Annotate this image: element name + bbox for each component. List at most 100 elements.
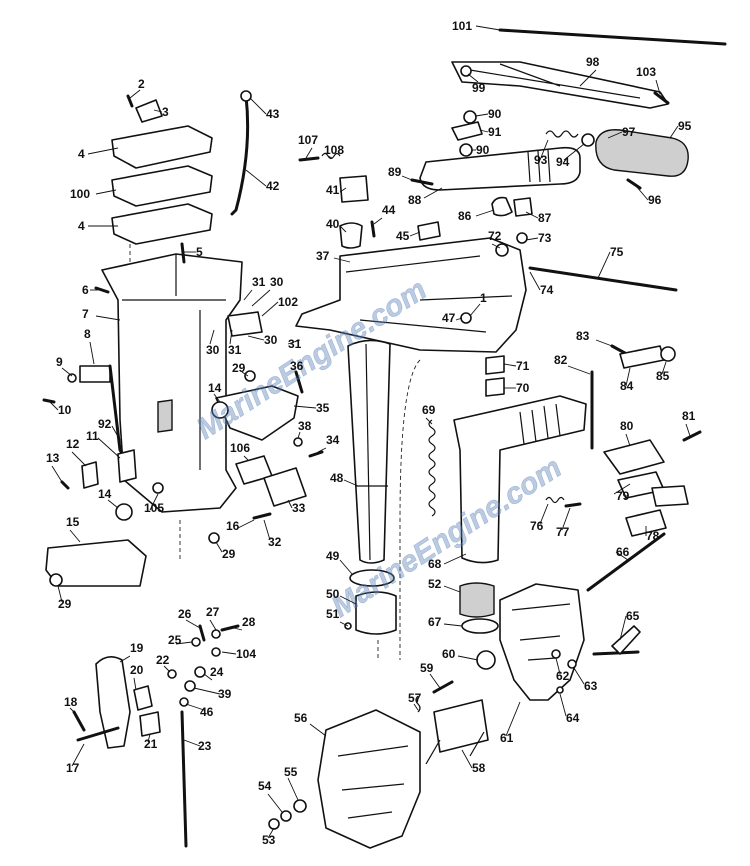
leader-line-c44 (373, 217, 383, 225)
part-bracket-102 (227, 311, 263, 337)
callout-label-c46: 46 (200, 705, 214, 719)
callout-label-c21: 21 (144, 737, 158, 751)
callout-label-c64: 64 (566, 711, 580, 725)
part-tiller-88-rings (527, 149, 551, 183)
callout-label-c37: 37 (316, 249, 330, 263)
leader-line-c14a (213, 393, 221, 403)
part-clip-87 (513, 197, 533, 217)
guide-line-b (399, 359, 421, 660)
leader-line-c14b (107, 499, 119, 509)
callout-label-c39: 39 (218, 687, 232, 701)
leader-line-c31b (229, 329, 233, 345)
part-washer-94 (581, 133, 595, 147)
part-washer-46 (179, 697, 189, 707)
callout-label-c91: 91 (488, 125, 502, 139)
callout-label-c90a: 90 (488, 107, 502, 121)
leader-line-c34 (317, 447, 327, 453)
callout-label-c30a: 30 (270, 275, 284, 289)
callout-label-c10: 10 (58, 403, 72, 417)
part-link-21 (139, 711, 161, 737)
callout-label-c87: 87 (538, 211, 552, 225)
part-nut-24 (194, 666, 206, 678)
callout-label-c44: 44 (382, 203, 396, 217)
leader-line-c29b (215, 541, 223, 553)
part-screw-96 (626, 178, 642, 190)
leader-line-c12 (71, 451, 87, 467)
part-housing-33 (263, 467, 307, 507)
part-screw-16 (252, 512, 272, 520)
callout-label-c3: 3 (162, 105, 169, 119)
leader-line-c30a (251, 289, 271, 307)
leader-line-c83 (595, 339, 613, 347)
leader-line-c63 (573, 667, 585, 685)
leader-line-c29a (241, 371, 249, 377)
callout-label-c88: 88 (408, 193, 422, 207)
part-gear-41 (339, 175, 369, 203)
callout-label-c85: 85 (656, 369, 670, 383)
leader-line-c76 (539, 503, 549, 525)
leader-line-c96 (635, 185, 649, 201)
leader-line-c60 (457, 655, 479, 661)
leader-line-c25 (175, 641, 193, 645)
part-grip-97 (595, 129, 689, 177)
callout-label-c41: 41 (326, 183, 340, 197)
leader-line-c22 (163, 665, 171, 673)
leader-line-c64 (559, 693, 567, 717)
callout-label-c84: 84 (620, 379, 634, 393)
part-bushing-40 (339, 222, 363, 249)
leader-line-c30b (209, 329, 215, 345)
callout-label-c42: 42 (266, 179, 280, 193)
leader-line-c73 (525, 237, 539, 241)
callout-label-c78: 78 (646, 529, 660, 543)
callout-label-c29c: 29 (58, 597, 72, 611)
leader-line-c88 (423, 187, 443, 199)
callout-label-c77: 77 (556, 525, 570, 539)
part-rod-75 (528, 266, 678, 292)
leader-line-c45 (409, 231, 421, 237)
callout-label-c24: 24 (210, 665, 224, 679)
part-washer-53 (268, 818, 280, 830)
part-spring-57 (415, 695, 421, 713)
part-nut-73 (516, 232, 528, 244)
part-plate-11 (117, 449, 137, 483)
part-bolt-66 (586, 532, 666, 592)
leader-line-c54 (267, 793, 283, 813)
leader-line-c66 (615, 551, 629, 561)
leader-line-c31a (243, 289, 253, 301)
callout-label-c89: 89 (388, 165, 402, 179)
part-gasket-4b (111, 203, 213, 245)
part-nut-29b (208, 532, 220, 544)
leader-line-c29c (57, 585, 63, 603)
part-screw-6 (94, 286, 110, 294)
leader-line-c75 (597, 251, 611, 279)
callout-label-c86: 86 (458, 209, 472, 223)
callout-label-c66: 66 (616, 545, 630, 559)
part-bolt-89 (410, 178, 434, 186)
callout-label-c48: 48 (330, 471, 344, 485)
callout-label-c71: 71 (516, 359, 530, 373)
part-sleeve-71 (485, 355, 505, 375)
callout-label-c36: 36 (290, 359, 304, 373)
leader-line-c93 (539, 139, 549, 161)
leader-line-c86 (475, 209, 495, 217)
leader-line-c68 (443, 553, 467, 565)
callout-label-c65: 65 (626, 609, 640, 623)
leader-line-c80 (625, 433, 631, 447)
part-bracket-98-detail (469, 63, 641, 99)
leader-line-c36 (295, 371, 299, 379)
part-cover-plate (157, 399, 173, 433)
callout-label-c34: 34 (326, 433, 340, 447)
leader-line-c53 (267, 827, 275, 839)
callout-label-c15: 15 (66, 515, 80, 529)
part-ring-49 (349, 569, 395, 587)
part-nut-62 (551, 649, 561, 659)
callout-label-c70: 70 (516, 381, 530, 395)
part-bracket-61-detail (511, 603, 571, 661)
leader-line-c10 (49, 401, 59, 411)
part-transom-clamp-56 (317, 709, 421, 849)
leader-line-c19 (119, 655, 131, 663)
callout-label-c52: 52 (428, 577, 442, 591)
leader-line-c46 (185, 703, 205, 711)
part-swivel-37-detail (345, 255, 513, 333)
